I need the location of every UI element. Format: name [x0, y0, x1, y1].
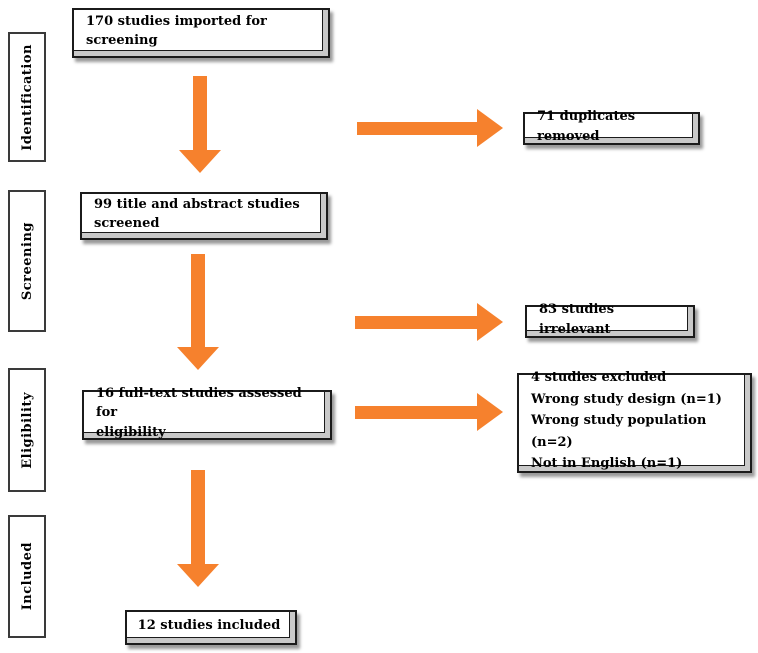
- flow-box-screened: 99 title and abstract studies screened: [80, 192, 328, 240]
- stage-box-eligibility: Eligibility: [8, 368, 46, 492]
- arrow-shaft: [355, 315, 477, 329]
- arrow-shaft: [357, 121, 477, 135]
- stage-box-screening: Screening: [8, 190, 46, 332]
- arrow-head-icon: [477, 303, 503, 341]
- arrow-head-icon: [179, 150, 221, 173]
- stage-label-identification: Identification: [19, 43, 35, 151]
- stage-label-screening: Screening: [19, 221, 35, 301]
- flow-box-fulltext: 16 full-text studies assessed for eligib…: [82, 386, 332, 440]
- stage-box-included: Included: [8, 515, 46, 638]
- arrow-shaft: [191, 470, 205, 564]
- excluded-line-4: Not in English (n=1): [531, 456, 683, 472]
- arrow-right-to-irrelevant: [355, 303, 503, 341]
- arrow-right-to-excluded: [355, 393, 503, 431]
- arrow-head-icon: [177, 347, 219, 370]
- arrow-head-icon: [177, 564, 219, 587]
- arrow-head-icon: [477, 393, 503, 431]
- arrow-right-to-duplicates: [357, 109, 503, 147]
- arrow-head-icon: [477, 109, 503, 147]
- stage-label-eligibility: Eligibility: [19, 391, 35, 469]
- arrow-down-imported-to-screened: [178, 76, 222, 173]
- exclusion-box-excluded: 4 studies excluded Wrong study design (n…: [517, 370, 752, 473]
- arrow-shaft: [193, 76, 207, 150]
- excluded-line-1: 4 studies excluded: [531, 370, 667, 386]
- exclusion-box-duplicates: 71 duplicates removed: [523, 109, 700, 145]
- arrow-down-screened-to-fulltext: [176, 254, 220, 370]
- arrow-shaft: [191, 254, 205, 347]
- flow-box-imported: 170 studies imported for screening: [72, 8, 330, 58]
- excluded-line-2: Wrong study design (n=1): [531, 391, 722, 407]
- stage-label-included: Included: [19, 542, 35, 611]
- arrow-shaft: [355, 405, 477, 419]
- flow-box-included: 12 studies included: [125, 610, 297, 645]
- excluded-line-3: Wrong study population (n=2): [531, 413, 707, 450]
- stage-box-identification: Identification: [8, 32, 46, 162]
- arrow-down-fulltext-to-included: [176, 470, 220, 587]
- exclusion-box-irrelevant: 83 studies irrelevant: [525, 302, 695, 338]
